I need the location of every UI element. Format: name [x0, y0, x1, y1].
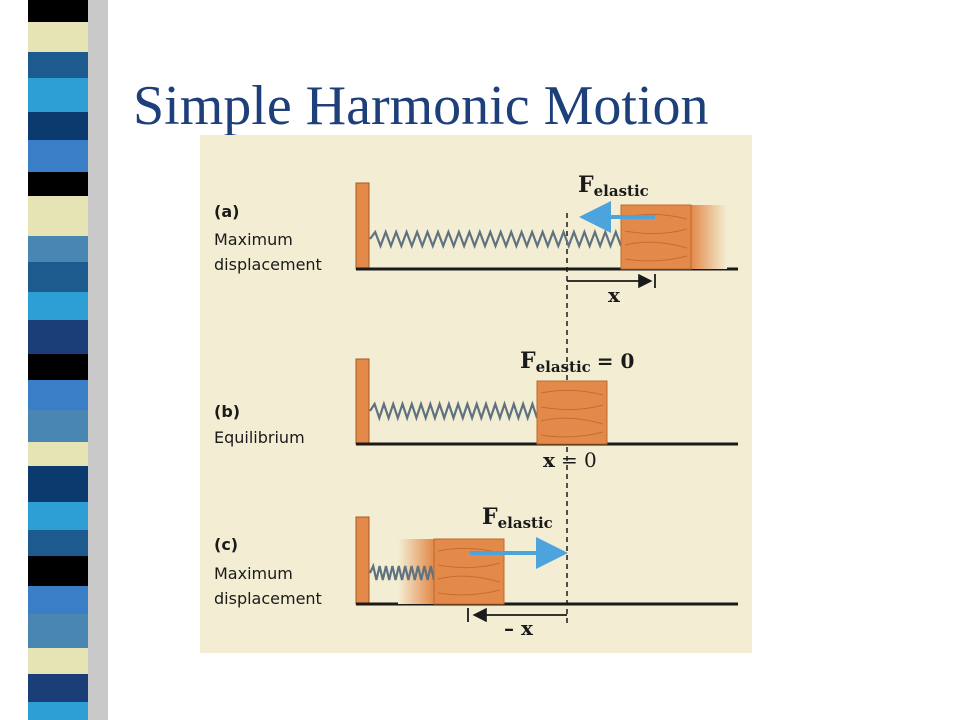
- panel-a-force-subscript: elastic: [594, 182, 649, 200]
- panel-c-caption-line2: displacement: [214, 589, 322, 608]
- stripe-block: [28, 466, 88, 502]
- stripe-block: [28, 236, 88, 262]
- panel-c-force-symbol: F: [482, 504, 498, 530]
- stripe-block: [28, 262, 88, 292]
- stripe-block: [28, 502, 88, 530]
- panel-a-wall: [355, 182, 370, 270]
- panel-c-letter: (c): [214, 535, 238, 554]
- panel-a-block-trail: [691, 205, 727, 269]
- stripe-block: [28, 22, 88, 52]
- panel-c-spring: [368, 562, 436, 581]
- panel-b-caption-line1: Equilibrium: [214, 428, 305, 447]
- stripe-block: [28, 530, 88, 556]
- panel-b-block-grain: [540, 389, 604, 438]
- stripe-block: [28, 78, 88, 112]
- stripe-block: [28, 112, 88, 140]
- stripe-block: [28, 410, 88, 442]
- panel-b-force-symbol: F: [520, 348, 536, 374]
- stripe-block: [28, 442, 88, 466]
- panel-b-wall: [355, 358, 370, 445]
- panel-b-force-subscript: elastic: [536, 358, 591, 376]
- stripe-block: [28, 196, 88, 236]
- panel-a-caption-line2: displacement: [214, 255, 322, 274]
- panel-a-caption-line1: Maximum: [214, 230, 293, 249]
- stripe-block: [28, 702, 88, 720]
- stripe-block: [28, 674, 88, 702]
- stripe-block: [28, 52, 88, 78]
- stripe-block: [28, 586, 88, 614]
- panel-c-displacement-label: – x: [504, 616, 534, 640]
- stripe-block: [28, 0, 88, 22]
- stripe-block: [28, 380, 88, 410]
- panel-b-force-label: Felastic = 0: [520, 348, 634, 376]
- panel-a-letter: (a): [214, 202, 239, 221]
- panel-b: (b) Equilibrium Felastic= 0 x= 0: [214, 348, 738, 472]
- stripe-block: [28, 320, 88, 354]
- panel-b-force-value: = 0: [597, 349, 635, 373]
- slide-title: Simple Harmonic Motion: [133, 75, 709, 137]
- panel-b-spring: [369, 400, 539, 422]
- stripe-block: [28, 354, 88, 380]
- stripe-block: [28, 614, 88, 648]
- panel-c-block-grain: [437, 547, 501, 596]
- panel-b-displacement-label: x= 0: [543, 448, 597, 472]
- panel-a-block-grain: [624, 213, 688, 262]
- panel-a-spring: [369, 228, 623, 250]
- panel-c-force-label: Felastic: [482, 504, 553, 532]
- panel-a-displacement-label: x: [608, 283, 621, 307]
- panel-b-displacement-value: = 0: [561, 448, 597, 472]
- spring-mass-figure: (a) Maximum displacement Felastic x (b) …: [200, 135, 752, 653]
- panel-a-force-label: Felastic: [578, 172, 649, 200]
- panel-a-force-symbol: F: [578, 172, 594, 198]
- decorative-color-stripe: [28, 0, 108, 720]
- panel-c-wall: [355, 516, 370, 605]
- panel-b-letter: (b): [214, 402, 240, 421]
- stripe-block: [28, 556, 88, 586]
- stripe-block: [28, 292, 88, 320]
- panel-c: (c) Maximum displacement Felastic – x: [214, 504, 738, 640]
- panel-b-displacement-symbol: x: [543, 448, 556, 472]
- stripe-shadow: [88, 0, 108, 720]
- stripe-block: [28, 172, 88, 196]
- stripe-block: [28, 140, 88, 172]
- panel-c-caption-line1: Maximum: [214, 564, 293, 583]
- panel-c-force-subscript: elastic: [498, 514, 553, 532]
- panel-a: (a) Maximum displacement Felastic x: [214, 172, 738, 307]
- stripe-block: [28, 648, 88, 674]
